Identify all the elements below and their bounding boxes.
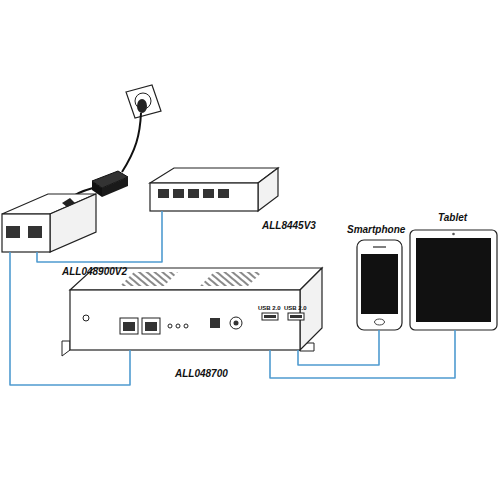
brand-logo	[62, 198, 75, 207]
tablet-screen	[416, 238, 491, 322]
rj45-port	[173, 189, 184, 198]
media-server	[62, 268, 322, 356]
status-led	[176, 324, 180, 328]
vent-grille	[200, 272, 262, 286]
rj45-port	[6, 226, 20, 238]
tablet-device	[410, 230, 497, 330]
usb-socket	[264, 315, 276, 318]
switch-front	[150, 183, 258, 211]
cable-connector	[37, 211, 162, 262]
device-label: Tablet	[438, 212, 467, 223]
status-led	[168, 324, 172, 328]
cable-connector	[10, 252, 130, 385]
usb-port	[288, 313, 304, 320]
power-cord	[122, 113, 141, 172]
rj45-port	[203, 189, 214, 198]
adapter-front	[102, 177, 128, 197]
server-node: ALL048700USB 2.0USB 2.0	[70, 268, 322, 350]
screw-hole	[83, 315, 89, 321]
phone-screen	[361, 254, 398, 314]
device-label: ALL048700	[175, 368, 228, 379]
wall-socket	[126, 85, 161, 118]
network-switch	[150, 168, 278, 211]
power-button	[230, 317, 242, 329]
socket-plate	[126, 85, 161, 118]
phone-node: Smartphone	[357, 240, 402, 330]
phone-button	[375, 319, 385, 325]
poe-injector	[2, 194, 96, 252]
device-label: ALL048900V2	[62, 266, 127, 277]
phone-body	[357, 240, 402, 330]
rj45-port	[188, 189, 199, 198]
server-front	[70, 290, 300, 350]
cable-connector	[298, 330, 379, 365]
switch-top	[150, 168, 278, 183]
rj45-port	[28, 226, 42, 238]
rj45-port	[142, 318, 160, 334]
switch-side	[258, 168, 278, 211]
injector-node: ALL048900V2	[2, 194, 96, 252]
injector-front	[2, 214, 50, 252]
port-label: USB 2.0	[284, 305, 307, 312]
usb-socket	[290, 315, 302, 318]
smartphone-device	[357, 240, 402, 330]
rj45-port	[158, 189, 169, 198]
switch-node: ALL8445V3	[150, 168, 278, 211]
cable-connector	[270, 330, 455, 378]
rj45-port	[218, 189, 229, 198]
status-led	[184, 324, 188, 328]
power-button-core	[234, 321, 239, 326]
injector-side	[50, 194, 96, 252]
plug-body	[137, 99, 147, 113]
rj45-socket	[123, 322, 135, 331]
tablet-body	[410, 230, 497, 330]
power-adapter	[92, 171, 128, 197]
port-label: USB 2.0	[258, 305, 281, 312]
rj45-port	[120, 318, 138, 334]
device-label: Smartphone	[347, 224, 405, 235]
device-label: ALL8445V3	[262, 220, 316, 231]
phone-speaker	[373, 246, 386, 248]
tablet-node: Tablet	[410, 230, 497, 330]
mount-flange	[62, 341, 70, 356]
power-jack	[210, 318, 220, 328]
rj45-socket	[145, 322, 157, 331]
tablet-camera	[452, 233, 455, 236]
usb-port	[262, 313, 278, 320]
vent-grille	[120, 272, 178, 286]
